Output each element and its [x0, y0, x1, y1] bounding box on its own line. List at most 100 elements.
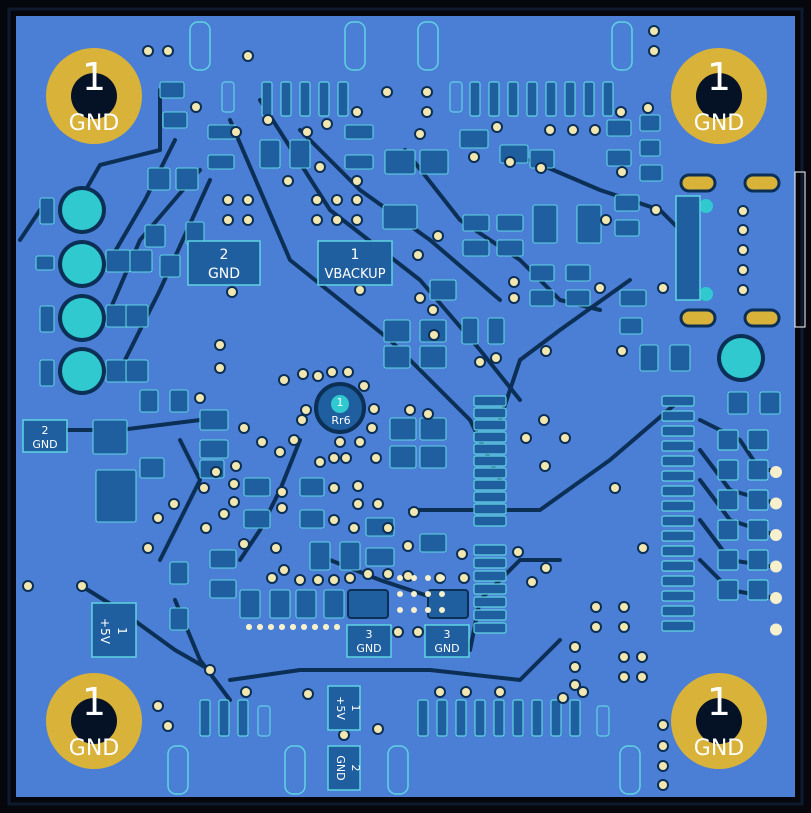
smd-pad: [462, 214, 490, 232]
via: [540, 416, 548, 424]
via: [206, 666, 214, 674]
smd-pad: [365, 547, 395, 567]
via: [353, 108, 361, 116]
smd-pad: [619, 289, 647, 307]
vbackup-pad-number: 1: [351, 247, 360, 263]
connector-pin: [318, 81, 330, 117]
via: [370, 405, 378, 413]
smd-pad: [496, 239, 524, 257]
p5v-pad-left-number: 1: [115, 627, 129, 635]
via: [192, 103, 200, 111]
via: [344, 368, 352, 376]
via: [230, 498, 238, 506]
via: [659, 781, 667, 789]
smd-pad: [92, 419, 128, 455]
via: [652, 206, 660, 214]
via: [436, 688, 444, 696]
via: [350, 524, 358, 532]
p5v-pad-left-body: [91, 602, 137, 658]
via: [561, 434, 569, 442]
smd-pad: [259, 139, 281, 169]
via: [470, 153, 478, 161]
smd-pad: [243, 477, 271, 497]
mounting-hole-number: 1: [707, 55, 731, 99]
via: [316, 163, 324, 171]
smd-pad: [139, 457, 165, 479]
via: [439, 591, 445, 597]
via: [739, 226, 747, 234]
mounting-hole-number: 1: [82, 680, 106, 724]
ic-pin: [661, 530, 695, 542]
via: [340, 731, 348, 739]
via: [620, 603, 628, 611]
smd-pad: [717, 459, 739, 481]
via: [314, 372, 322, 380]
vbackup-pad-net: VBACKUP: [324, 267, 385, 282]
smd-pad: [529, 264, 555, 282]
top-right-connector: [417, 21, 633, 117]
via: [644, 104, 652, 112]
connector-pin: [564, 81, 576, 117]
ic-pin: [661, 440, 695, 452]
via: [528, 578, 536, 586]
smd-pad: [295, 589, 317, 619]
via: [659, 742, 667, 750]
smd-pad: [747, 459, 769, 481]
smd-pad: [487, 317, 505, 345]
via: [638, 673, 646, 681]
via: [280, 376, 288, 384]
connector-pin: [469, 81, 481, 117]
mounting-hole-drill: [696, 698, 742, 744]
via: [144, 544, 152, 552]
connector-mount-slot: [611, 21, 633, 71]
via: [618, 347, 626, 355]
ic-pin: [473, 515, 507, 527]
via: [425, 591, 431, 597]
mounting-hole-net: GND: [69, 736, 119, 761]
smd-pad: [532, 204, 558, 244]
via: [659, 721, 667, 729]
via: [313, 216, 321, 224]
ic-pin: [661, 605, 695, 617]
smd-pad: [125, 359, 149, 383]
via: [425, 575, 431, 581]
via: [200, 484, 208, 492]
via: [404, 542, 412, 550]
test-via: [770, 497, 782, 510]
center-ic-pads: [347, 395, 507, 634]
via: [333, 196, 341, 204]
vbackup-pad-body: [317, 240, 393, 286]
usb-connector: [675, 171, 806, 328]
ic-pin: [473, 622, 507, 634]
gnd-pad-left-top-number: 2: [220, 247, 229, 263]
via: [493, 123, 501, 131]
usb-oval-pad: [679, 173, 717, 193]
via: [272, 544, 280, 552]
connector-pin: [583, 81, 595, 117]
via: [537, 164, 545, 172]
via: [620, 653, 628, 661]
mounting-hole-drill: [696, 73, 742, 119]
smd-pad: [269, 589, 291, 619]
via: [144, 47, 152, 55]
via: [323, 120, 331, 128]
smd-pad: [747, 549, 769, 571]
ic-pin: [661, 455, 695, 467]
smd-pad: [209, 579, 237, 599]
connector-pin: [218, 699, 230, 737]
connector-pin: [474, 699, 486, 737]
smd-pad: [747, 489, 769, 511]
smd-pad: [389, 445, 417, 469]
smd-pad: [384, 149, 416, 175]
via: [571, 663, 579, 671]
via: [739, 286, 747, 294]
via: [510, 278, 518, 286]
via: [228, 288, 236, 296]
smd-pad: [289, 139, 311, 169]
bottom-left-connector: [167, 699, 306, 795]
gnd-pad-left-mid-body: [22, 419, 68, 453]
smd-pad: [727, 391, 749, 415]
ic-pin: [473, 544, 507, 556]
via: [639, 544, 647, 552]
